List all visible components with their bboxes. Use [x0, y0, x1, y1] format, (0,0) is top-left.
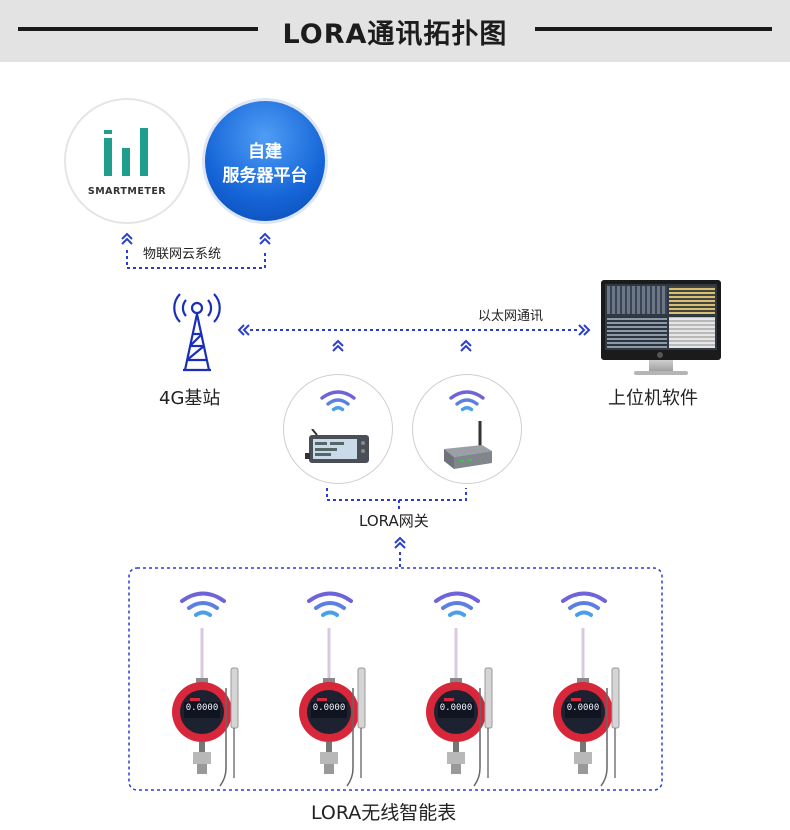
- server-platform-line2: 服务器平台: [222, 166, 308, 186]
- pc-screen: [605, 284, 717, 350]
- meter-reading: 0.0000: [566, 703, 600, 713]
- meter-device-icon: [172, 628, 239, 787]
- wifi-icon: [307, 591, 353, 617]
- pc-monitor-base: [634, 371, 688, 375]
- lora-meter: 0.0000: [166, 590, 256, 787]
- pc-software-label: 上位机软件: [608, 388, 698, 409]
- meter-device-icon: [426, 628, 493, 787]
- page-title: LORA通讯拓扑图: [282, 19, 508, 50]
- wifi-icon: [434, 591, 480, 617]
- wifi-icon: [320, 390, 356, 412]
- lora-meters-label: LORA无线智能表: [311, 802, 457, 824]
- wifi-icon: [561, 591, 607, 617]
- lora-meter: 0.0000: [420, 590, 510, 787]
- lora-meter: 0.0000: [547, 590, 637, 787]
- gateway-display-device-icon: [305, 429, 369, 463]
- server-platform-circle: 自建 服务器平台: [202, 98, 328, 224]
- iot-cloud-label: 物联网云系统: [143, 247, 222, 262]
- base-station-tower-icon: [173, 293, 221, 372]
- smartmeter-logo-text: SMARTMETER: [87, 186, 167, 197]
- server-platform-line1: 自建: [248, 142, 282, 162]
- pc-monitor-stand: [649, 360, 673, 372]
- gateway-antenna-device-icon: [444, 421, 492, 469]
- meter-device-icon: [553, 628, 620, 787]
- meter-reading: 0.0000: [185, 703, 219, 713]
- wifi-icon: [180, 591, 226, 617]
- lora-meter: 0.0000: [293, 590, 383, 787]
- meter-reading: 0.0000: [439, 703, 473, 713]
- meter-reading: 0.0000: [312, 703, 346, 713]
- smartmeter-logo-circle: SMARTMETER: [64, 98, 190, 224]
- gateway-display-circle: [283, 374, 393, 484]
- wifi-icon: [449, 390, 485, 412]
- meter-device-icon: [299, 628, 366, 787]
- base-station-label: 4G基站: [159, 388, 221, 409]
- header-line-right: [535, 27, 772, 31]
- header-line-left: [18, 27, 258, 31]
- lora-gateway-label: LORA网关: [359, 512, 429, 530]
- ethernet-label: 以太网通讯: [478, 309, 544, 324]
- smartmeter-logo-icon: [104, 128, 148, 176]
- pc-monitor: [601, 280, 721, 360]
- header-bar: LORA通讯拓扑图: [0, 0, 790, 62]
- gateway-antenna-circle: [412, 374, 522, 484]
